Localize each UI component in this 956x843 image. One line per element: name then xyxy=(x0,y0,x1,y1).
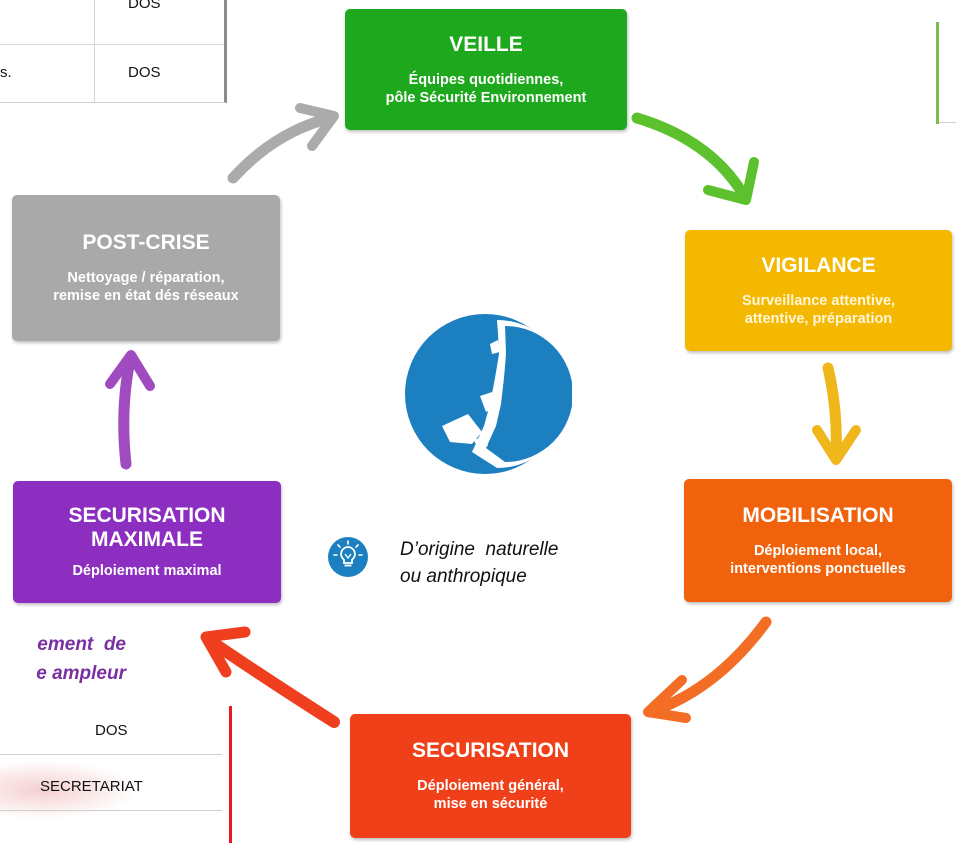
table-row xyxy=(0,0,224,45)
arrow-maximale-to-postcrise xyxy=(105,350,155,470)
phase-title: SECURISATION MAXIMALE xyxy=(68,504,226,551)
table-cell: s. xyxy=(0,64,12,81)
arrow-postcrise-to-veille xyxy=(227,103,339,184)
partial-table-top: DOS s. DOS xyxy=(0,0,227,103)
lightbulb-icon xyxy=(328,537,368,577)
phase-securisation: SECURISATION Déploiement général, mise e… xyxy=(350,714,631,838)
moon-rock-icon xyxy=(405,314,572,474)
table-cell: DOS xyxy=(128,0,161,12)
table-cell: DOS xyxy=(128,64,161,81)
table-cell: SECRETARIAT xyxy=(40,778,143,795)
phase-subtitle: Déploiement général, mise en sécurité xyxy=(417,778,564,812)
phase-subtitle: Déploiement local, interventions ponctue… xyxy=(730,542,906,577)
phase-mobilisation: MOBILISATION Déploiement local, interven… xyxy=(684,479,952,602)
phase-securisation-maximale: SECURISATION MAXIMALE Déploiement maxima… xyxy=(13,481,281,603)
phase-post-crise: POST-CRISE Nettoyage / réparation, remis… xyxy=(12,195,280,341)
phase-subtitle: Surveillance attentive, attentive, prépa… xyxy=(741,292,896,327)
origin-note-line: ou anthropique xyxy=(400,566,527,587)
phase-title: VEILLE xyxy=(449,32,523,56)
column-divider xyxy=(94,0,95,102)
table-divider xyxy=(939,122,956,123)
arrow-mobilisation-to-securisation xyxy=(643,616,772,723)
origin-note-line: D’origine naturelle xyxy=(400,539,559,560)
phase-subtitle: Déploiement maximal xyxy=(72,563,222,579)
table-cell: DOS xyxy=(95,722,128,739)
partial-table-bottom: DOS SECRETARIAT xyxy=(0,706,232,843)
phase-title: MOBILISATION xyxy=(742,503,894,527)
origin-note: D’origine naturelle ou anthropique xyxy=(400,536,558,590)
phase-subtitle: Équipes quotidiennes, pôle Sécurité Envi… xyxy=(385,71,587,106)
partial-table-right xyxy=(936,22,956,124)
phase-vigilance: VIGILANCE Surveillance attentive, attent… xyxy=(685,230,952,351)
arrow-veille-to-vigilance xyxy=(631,112,759,205)
phase-title: POST-CRISE xyxy=(82,231,210,254)
table-divider xyxy=(0,754,222,755)
phase-title: VIGILANCE xyxy=(761,253,876,277)
crisis-note-line: ement de xyxy=(37,634,126,655)
arrow-securisation-to-maximale xyxy=(200,626,340,728)
phase-title: SECURISATION xyxy=(411,739,570,762)
crisis-note-line: e ampleur xyxy=(36,663,126,684)
table-divider xyxy=(0,810,222,811)
phase-veille: VEILLE Équipes quotidiennes, pôle Sécuri… xyxy=(345,9,627,130)
crisis-note: ement de e ampleur xyxy=(36,630,126,688)
phase-subtitle: Nettoyage / réparation, remise en état d… xyxy=(53,270,239,304)
arrow-vigilance-to-mobilisation xyxy=(812,362,861,465)
